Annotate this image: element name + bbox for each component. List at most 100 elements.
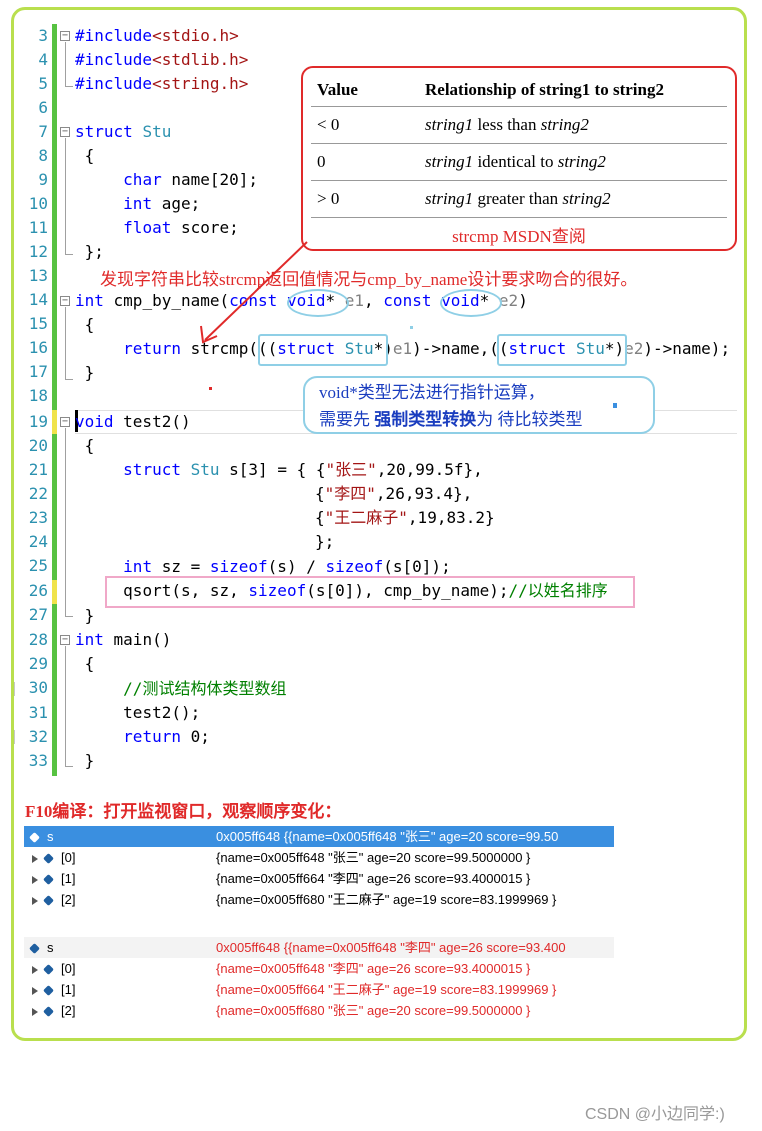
f10-note: F10编译：打开监视窗口，观察顺序变化： bbox=[25, 802, 342, 821]
code-token: struct bbox=[75, 122, 133, 141]
msdn-strcmp-table: Value Relationship of string1 to string2… bbox=[301, 66, 737, 251]
code-line[interactable]: int main() bbox=[75, 628, 171, 652]
watch-name-cell: s bbox=[24, 937, 214, 958]
watch-name: [2] bbox=[61, 1003, 76, 1018]
watch-value: 0x005ff648 {{name=0x005ff648 "张三" age=20… bbox=[216, 826, 614, 847]
expand-arrow-icon[interactable] bbox=[32, 1007, 38, 1016]
code-token: int bbox=[123, 557, 153, 576]
code-line[interactable]: { bbox=[75, 144, 95, 168]
watch-name: s bbox=[47, 829, 54, 844]
variable-icon bbox=[43, 874, 54, 885]
watch-row[interactable]: [1] {name=0x005ff664 "李四" age=26 score=9… bbox=[24, 868, 614, 889]
code-token: *) bbox=[373, 339, 393, 358]
expand-arrow-icon[interactable] bbox=[32, 896, 38, 905]
code-line[interactable]: float score; bbox=[75, 216, 239, 240]
code-line[interactable]: #include<string.h> bbox=[75, 72, 248, 96]
code-line[interactable]: { bbox=[75, 313, 95, 337]
code-token: { bbox=[315, 484, 325, 503]
code-line[interactable]: #include<stdlib.h> bbox=[75, 48, 248, 72]
fold-collapse-button[interactable]: − bbox=[60, 126, 70, 137]
table-cell-text: string1 bbox=[425, 115, 474, 134]
watch-row[interactable]: s 0x005ff648 {{name=0x005ff648 "张三" age=… bbox=[24, 826, 614, 847]
code-line[interactable]: {"王二麻子",19,83.2} bbox=[315, 506, 495, 530]
code-line[interactable]: {"李四",26,93.4}, bbox=[315, 482, 472, 506]
watch-window-after[interactable]: s 0x005ff648 {{name=0x005ff648 "李四" age=… bbox=[24, 937, 614, 1021]
fold-collapse-button[interactable]: − bbox=[60, 30, 70, 41]
watch-name: [0] bbox=[61, 961, 76, 976]
watch-name-cell: [1] bbox=[24, 979, 214, 1000]
code-token: void bbox=[75, 412, 114, 431]
code-token: strcmp((( bbox=[180, 339, 278, 358]
code-token: return bbox=[123, 727, 181, 746]
code-line[interactable]: } bbox=[75, 749, 95, 773]
code-line[interactable]: }; bbox=[315, 530, 334, 554]
watch-value: 0x005ff648 {{name=0x005ff648 "李四" age=26… bbox=[216, 940, 566, 955]
code-token: sizeof bbox=[325, 557, 384, 576]
code-token: Stu bbox=[344, 339, 374, 358]
watch-row[interactable]: [2] {name=0x005ff680 "王二麻子" age=19 score… bbox=[24, 889, 614, 910]
watch-row[interactable]: s 0x005ff648 {{name=0x005ff648 "李四" age=… bbox=[24, 937, 614, 958]
code-line[interactable]: return strcmp(((struct Stu*)e1)->name,((… bbox=[75, 337, 730, 361]
code-line[interactable]: void test2() bbox=[75, 410, 191, 434]
code-line[interactable]: }; bbox=[75, 240, 104, 264]
expand-arrow-icon[interactable] bbox=[32, 875, 38, 884]
table-cell-text: identical to bbox=[473, 152, 558, 171]
code-line[interactable]: test2(); bbox=[75, 701, 200, 725]
line-number: 17 bbox=[28, 362, 48, 381]
code-line[interactable]: } bbox=[75, 604, 95, 628]
watch-row[interactable]: [0] {name=0x005ff648 "李四" age=26 score=9… bbox=[24, 958, 614, 979]
code-token: struct bbox=[277, 339, 336, 358]
expand-arrow-icon[interactable] bbox=[32, 965, 38, 974]
line-number: 25 bbox=[28, 556, 48, 575]
code-line[interactable]: { bbox=[75, 434, 95, 458]
code-token: return bbox=[123, 339, 181, 358]
line-number: 29 bbox=[28, 654, 48, 673]
code-line[interactable]: struct Stu s[3] = { {"张三",20,99.5f}, bbox=[75, 458, 483, 482]
code-line[interactable]: int sz = sizeof(s) / sizeof(s[0]); bbox=[75, 555, 451, 579]
code-token: Stu bbox=[142, 122, 172, 141]
watch-window-before[interactable]: s 0x005ff648 {{name=0x005ff648 "张三" age=… bbox=[24, 826, 614, 910]
line-number: 10 bbox=[28, 194, 48, 213]
line-number: 14 bbox=[28, 290, 48, 309]
watch-row[interactable]: [2] {name=0x005ff680 "张三" age=20 score=9… bbox=[24, 1000, 614, 1021]
code-token: <string.h> bbox=[152, 74, 249, 93]
code-token: { bbox=[315, 508, 325, 527]
code-line[interactable]: #include<stdio.h> bbox=[75, 24, 239, 48]
watch-row[interactable]: [0] {name=0x005ff648 "张三" age=20 score=9… bbox=[24, 847, 614, 868]
watch-value: {name=0x005ff648 "李四" age=26 score=93.40… bbox=[216, 961, 531, 976]
code-line[interactable]: int age; bbox=[75, 192, 200, 216]
watch-name-cell: [0] bbox=[24, 847, 214, 868]
code-token: , bbox=[364, 291, 384, 310]
code-token bbox=[181, 460, 191, 479]
expand-arrow-icon[interactable] bbox=[32, 854, 38, 863]
code-token: #include bbox=[75, 74, 153, 93]
fold-collapse-button[interactable]: − bbox=[60, 295, 70, 306]
callout-text: 需要先 bbox=[319, 410, 375, 429]
table-cell: < 0 bbox=[311, 106, 419, 144]
code-line[interactable]: char name[20]; bbox=[75, 168, 258, 192]
code-token: "李四" bbox=[324, 484, 376, 503]
code-token: ) bbox=[518, 291, 528, 310]
margin-tick bbox=[14, 682, 15, 696]
code-line[interactable]: { bbox=[75, 652, 95, 676]
void-pointer-highlight bbox=[440, 289, 502, 317]
variable-icon bbox=[43, 853, 54, 864]
code-token: e2 bbox=[624, 339, 644, 358]
code-line[interactable]: struct Stu bbox=[75, 120, 171, 144]
fold-collapse-button[interactable]: − bbox=[60, 634, 70, 645]
expand-arrow-icon[interactable] bbox=[32, 986, 38, 995]
code-token: }; bbox=[315, 532, 335, 551]
code-line[interactable]: } bbox=[75, 361, 95, 385]
watch-name-cell: s bbox=[24, 826, 214, 847]
code-line[interactable]: return 0; bbox=[75, 725, 210, 749]
code-token: sz = bbox=[152, 557, 210, 576]
line-number: 32 bbox=[28, 727, 48, 746]
code-line[interactable]: qsort(s, sz, sizeof(s[0]), cmp_by_name);… bbox=[75, 579, 608, 603]
stray-dot bbox=[410, 326, 413, 329]
code-comment: //测试结构体类型数组 bbox=[123, 679, 287, 698]
line-number: 16 bbox=[28, 338, 48, 357]
fold-collapse-button[interactable]: − bbox=[60, 416, 70, 427]
code-token: #include bbox=[75, 26, 153, 45]
code-line[interactable]: //测试结构体类型数组 bbox=[75, 677, 286, 701]
watch-row[interactable]: [1] {name=0x005ff664 "王二麻子" age=19 score… bbox=[24, 979, 614, 1000]
